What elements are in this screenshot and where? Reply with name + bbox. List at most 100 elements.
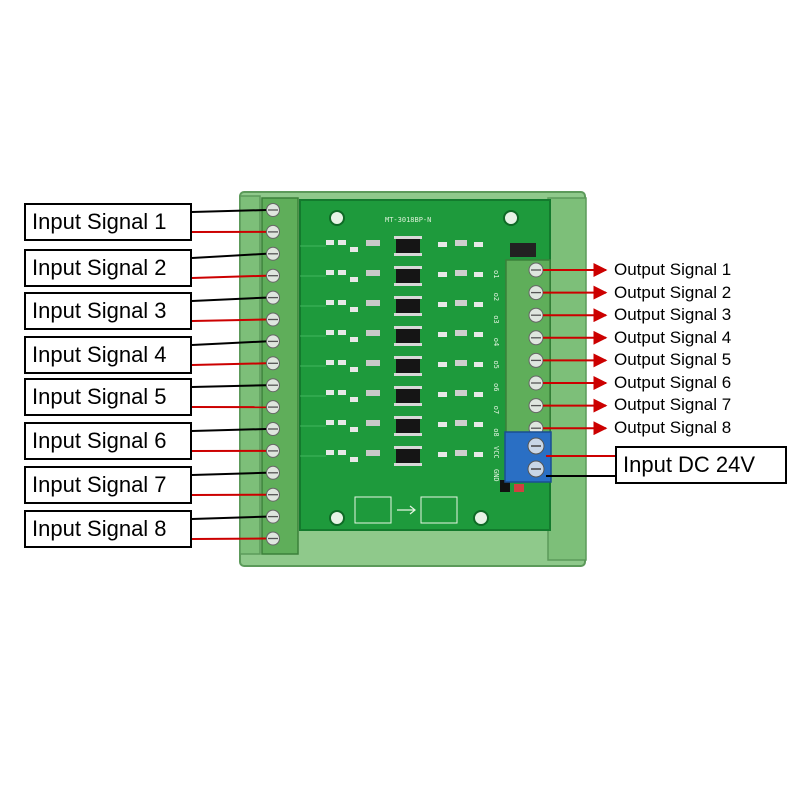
positive-wire	[191, 318, 267, 322]
output-wires	[543, 263, 608, 436]
resistor	[438, 422, 447, 427]
positive-wire	[191, 274, 267, 279]
pin-label: o5	[492, 360, 500, 368]
negative-wire	[191, 252, 267, 259]
resistor	[438, 302, 447, 307]
mounting-hole	[329, 510, 345, 526]
negative-wire	[191, 428, 267, 432]
optocoupler	[396, 418, 420, 434]
optocoupler	[396, 328, 420, 344]
resistor	[338, 300, 346, 305]
resistor	[474, 362, 483, 367]
negative-wire	[191, 384, 267, 388]
led	[326, 270, 334, 275]
smd-component	[366, 270, 380, 276]
input-signal-2-label: Input Signal 2	[24, 249, 192, 287]
resistor	[338, 270, 346, 275]
smd-component	[366, 300, 380, 306]
resistor	[474, 452, 483, 457]
led	[326, 330, 334, 335]
resistor	[350, 397, 358, 402]
transistor	[455, 330, 467, 336]
resistor	[438, 272, 447, 277]
led	[326, 450, 334, 455]
transistor	[455, 270, 467, 276]
led	[326, 420, 334, 425]
pin-label: o7	[492, 406, 500, 414]
input-signal-1-label: Input Signal 1	[24, 203, 192, 241]
resistor	[474, 302, 483, 307]
negative-wire	[191, 515, 267, 520]
smd-component	[366, 450, 380, 456]
resistor	[438, 362, 447, 367]
smd-component	[366, 240, 380, 246]
resistor	[338, 420, 346, 425]
power-wires	[546, 455, 615, 477]
negative-wire	[191, 209, 267, 213]
component-rows	[300, 236, 483, 524]
resistor	[474, 422, 483, 427]
output-signal-7-label: Output Signal 7	[614, 395, 732, 414]
input-wires	[191, 209, 267, 540]
output-signal-4-label: Output Signal 4	[614, 328, 732, 347]
negative-wire	[191, 340, 267, 346]
smd-component	[366, 330, 380, 336]
resistor	[350, 367, 358, 372]
input-terminal-block	[261, 197, 299, 555]
resistor	[438, 242, 447, 247]
optocoupler	[396, 448, 420, 464]
pin-label: GND	[492, 469, 500, 482]
mounting-hole	[473, 510, 489, 526]
transistor	[455, 420, 467, 426]
optocoupler	[396, 238, 420, 254]
led	[326, 300, 334, 305]
board-model-text: MT-3018BP-N	[385, 216, 431, 224]
led	[326, 360, 334, 365]
input-signal-7-label: Input Signal 7	[24, 466, 192, 504]
output-signal-5-label: Output Signal 5	[614, 350, 732, 369]
resistor	[474, 392, 483, 397]
resistor	[350, 277, 358, 282]
input-signal-8-label: Input Signal 8	[24, 510, 192, 548]
pin-label: o4	[492, 338, 500, 346]
optocoupler	[396, 388, 420, 404]
output-signal-3-label: Output Signal 3	[614, 305, 732, 324]
transistor	[455, 390, 467, 396]
optocoupler	[396, 268, 420, 284]
output-signal-8-label: Output Signal 8	[614, 418, 732, 437]
transistor	[455, 240, 467, 246]
resistor	[438, 332, 447, 337]
resistor	[474, 272, 483, 277]
smd-component	[366, 360, 380, 366]
output-signal-2-label: Output Signal 2	[614, 283, 732, 302]
resistor	[350, 247, 358, 252]
optocoupler	[396, 298, 420, 314]
transistor	[455, 360, 467, 366]
resistor	[438, 392, 447, 397]
transistor	[455, 300, 467, 306]
input-signal-4-label: Input Signal 4	[24, 336, 192, 374]
resistor	[338, 450, 346, 455]
resistor	[338, 240, 346, 245]
negative-wire	[191, 296, 267, 302]
mounting-hole	[329, 210, 345, 226]
optocoupler	[396, 358, 420, 374]
negative-wire	[191, 471, 267, 476]
resistor	[438, 452, 447, 457]
resistor	[474, 242, 483, 247]
positive-wire	[191, 537, 267, 540]
output-signal-6-label: Output Signal 6	[614, 373, 732, 392]
pin-label: o3	[492, 315, 500, 323]
resistor	[350, 457, 358, 462]
smd-component	[366, 420, 380, 426]
power-input-label: Input DC 24V	[615, 446, 787, 484]
input-signal-6-label: Input Signal 6	[24, 422, 192, 460]
resistor	[350, 427, 358, 432]
pin-label: o2	[492, 293, 500, 301]
pin-label: VCC	[492, 446, 500, 459]
power-terminal	[504, 431, 552, 483]
resistor	[338, 330, 346, 335]
